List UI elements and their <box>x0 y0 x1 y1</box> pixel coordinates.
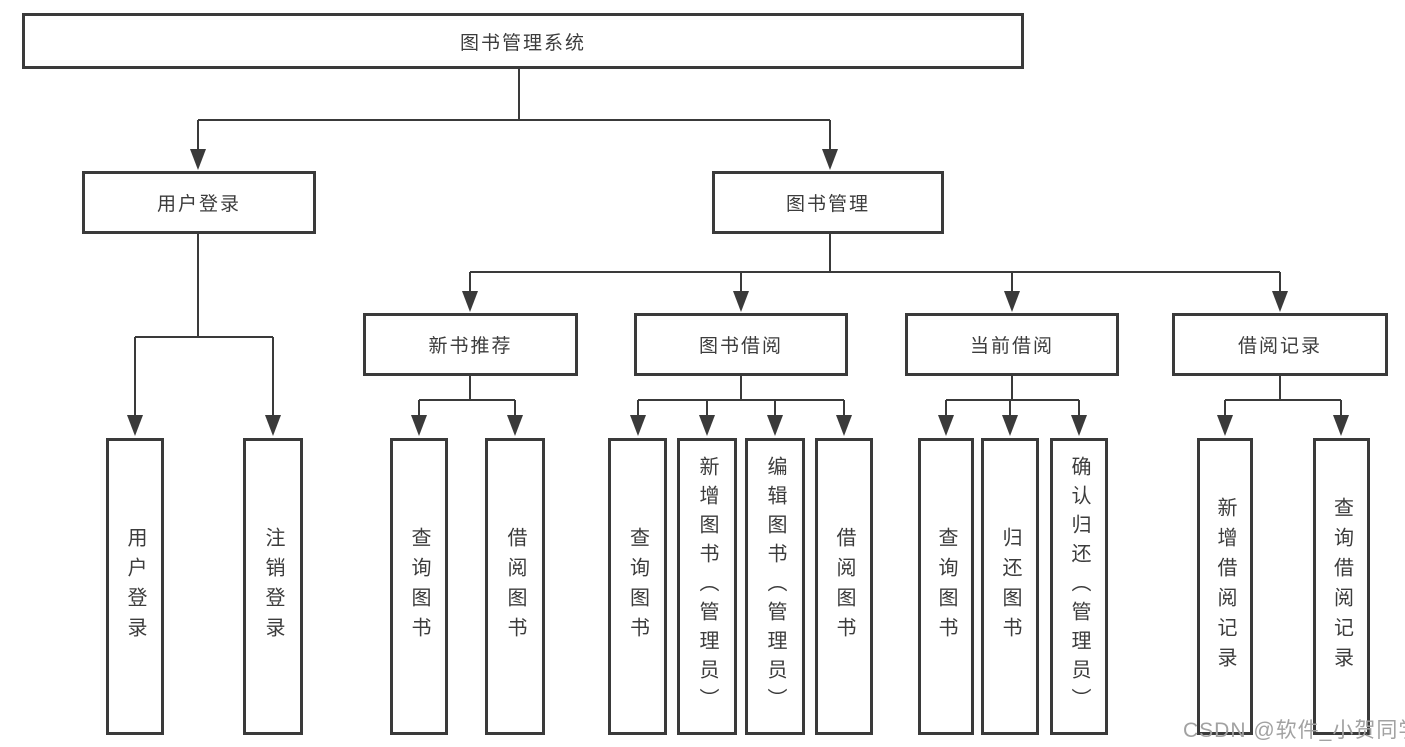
arrow-down-icon <box>462 291 478 312</box>
node-borrowing-records: 借阅记录 <box>1172 313 1388 376</box>
leaf-label: 新增借阅记录 <box>1214 496 1236 677</box>
node-label: 借阅记录 <box>1237 336 1322 357</box>
connector-lines <box>134 68 1342 418</box>
arrow-down-icon <box>733 291 749 312</box>
node-label: 当前借阅 <box>969 336 1054 357</box>
leaf-label: 注销登录 <box>262 526 284 647</box>
leaf-label: 确认归还（管理员） <box>1068 456 1090 717</box>
leaf-query-books-recommend: 查询图书 <box>390 438 448 735</box>
arrowheads <box>127 149 1349 436</box>
leaf-label: 查询图书 <box>626 526 649 647</box>
leaf-label: 借阅图书 <box>833 526 855 647</box>
node-book-borrowing: 图书借阅 <box>634 313 848 376</box>
leaf-label: 查询借阅记录 <box>1330 496 1353 677</box>
leaf-label: 查询图书 <box>935 526 957 647</box>
node-new-book-recommend: 新书推荐 <box>363 313 578 376</box>
node-label: 图书借阅 <box>698 336 783 357</box>
leaf-query-books-current: 查询图书 <box>918 438 974 735</box>
arrow-down-icon <box>1333 415 1349 436</box>
arrow-down-icon <box>1004 291 1020 312</box>
leaf-label: 归还图书 <box>999 526 1021 647</box>
node-library-system: 图书管理系统 <box>22 13 1024 69</box>
arrow-down-icon <box>1071 415 1087 436</box>
arrow-down-icon <box>411 415 427 436</box>
leaf-label: 新增图书（管理员） <box>696 456 718 717</box>
leaf-query-borrow-record: 查询借阅记录 <box>1313 438 1370 735</box>
leaf-borrow-books-borrowing: 借阅图书 <box>815 438 873 735</box>
arrow-down-icon <box>699 415 715 436</box>
node-label: 图书管理系统 <box>459 32 586 54</box>
node-book-management: 图书管理 <box>712 171 944 234</box>
arrow-down-icon <box>1272 291 1288 312</box>
leaf-query-books-borrowing: 查询图书 <box>608 438 667 735</box>
arrow-down-icon <box>630 415 646 436</box>
leaf-return-books: 归还图书 <box>981 438 1039 735</box>
arrow-down-icon <box>1002 415 1018 436</box>
arrow-down-icon <box>836 415 852 436</box>
leaf-label: 借阅图书 <box>504 526 526 647</box>
arrow-down-icon <box>265 415 281 436</box>
watermark-csdn: CSDN @软件_小贺同学 <box>1183 719 1405 742</box>
arrow-down-icon <box>190 149 206 170</box>
arrow-down-icon <box>507 415 523 436</box>
arrow-down-icon <box>938 415 954 436</box>
arrow-down-icon <box>822 149 838 170</box>
arrow-down-icon <box>1217 415 1233 436</box>
node-label: 图书管理 <box>785 194 870 215</box>
leaf-add-borrow-record: 新增借阅记录 <box>1197 438 1253 735</box>
leaf-borrow-books-recommend: 借阅图书 <box>485 438 545 735</box>
node-label: 新书推荐 <box>428 336 513 357</box>
leaf-user-login: 用户登录 <box>106 438 164 735</box>
leaf-logout: 注销登录 <box>243 438 303 735</box>
leaf-add-books-admin: 新增图书（管理员） <box>677 438 737 735</box>
leaf-confirm-return-admin: 确认归还（管理员） <box>1050 438 1108 735</box>
node-label: 用户登录 <box>156 194 241 215</box>
leaf-label: 查询图书 <box>408 526 430 647</box>
node-current-borrowing: 当前借阅 <box>905 313 1119 376</box>
leaf-label: 编辑图书（管理员） <box>764 456 786 717</box>
node-user-login: 用户登录 <box>82 171 316 234</box>
arrow-down-icon <box>767 415 783 436</box>
leaf-label: 用户登录 <box>124 526 146 647</box>
leaf-edit-books-admin: 编辑图书（管理员） <box>745 438 805 735</box>
arrow-down-icon <box>127 415 143 436</box>
